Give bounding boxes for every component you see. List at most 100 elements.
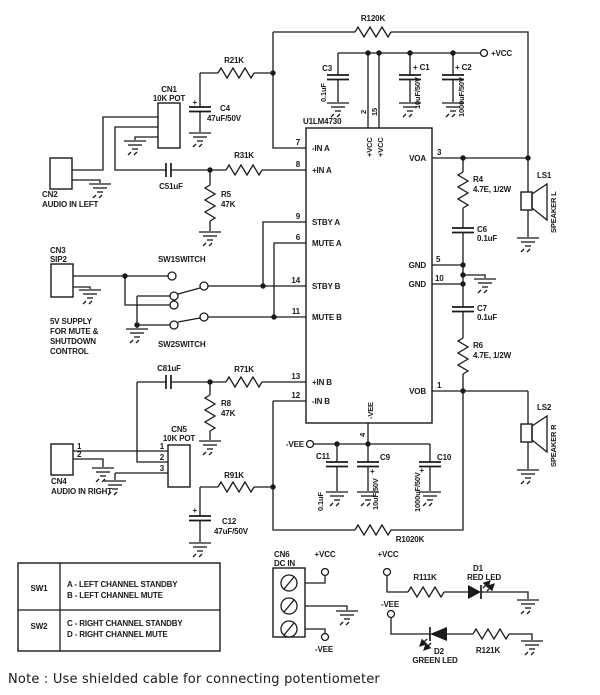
- resistor-r10: [354, 524, 392, 536]
- label-cn4-desc: AUDIO IN RIGHT: [51, 487, 112, 496]
- label-pin8-name: +IN A: [312, 166, 332, 175]
- capacitor-c11: [326, 461, 348, 468]
- wires-control: [73, 221, 306, 328]
- speaker-ls1-icon: [520, 182, 548, 222]
- label-led-vee: -VEE: [381, 600, 400, 609]
- label-pin7-name: -IN A: [312, 144, 330, 153]
- label-cn3-type: SIP2: [50, 255, 67, 264]
- label-pin9: 9: [296, 212, 301, 221]
- terminal-cn6-vee: [320, 632, 330, 642]
- label-c10-value: 1000uF/50V: [413, 472, 422, 512]
- terminal-cn6-vcc: [320, 567, 330, 577]
- label-pin7: 7: [296, 138, 301, 147]
- label-c10-plus: +: [419, 466, 424, 475]
- ic-body: [305, 127, 433, 424]
- label-ls2-name: SPEAKER R: [549, 424, 558, 467]
- label-cn5-pin2: 2: [160, 453, 165, 462]
- label-c9-value: 10uF/50V: [371, 478, 380, 510]
- ground-icon: [198, 440, 222, 456]
- table-sw1-line1: A - LEFT CHANNEL STANDBY: [67, 580, 178, 589]
- label-pin6: 6: [296, 233, 301, 242]
- label-ls1: LS1: [537, 171, 552, 180]
- capacitor-c12: [189, 515, 211, 522]
- label-c12-value: 47uF/50V: [214, 527, 249, 536]
- label-r10: R1020K: [396, 535, 425, 544]
- ground-icon: [520, 640, 544, 656]
- wires-output-left: [432, 157, 529, 391]
- label-r5: R5: [221, 190, 232, 199]
- connector-cn5: [167, 444, 191, 488]
- led-d1-icon: [468, 580, 495, 599]
- screw-terminals: [280, 574, 298, 638]
- label-r3: R31K: [234, 151, 254, 160]
- label-pin3-name: VOA: [409, 154, 426, 163]
- capacitor-c7: [452, 306, 474, 313]
- connector-cn3: [50, 263, 74, 298]
- ground-icon: [335, 610, 359, 626]
- label-r11: R111K: [413, 573, 437, 582]
- label-vcc-top: +VCC: [491, 49, 512, 58]
- label-cn2: CN2: [42, 190, 58, 199]
- label-r8: R8: [221, 399, 232, 408]
- label-cn1: CN1: [161, 85, 177, 94]
- label-c4: C4: [220, 104, 231, 113]
- label-c3-value: 0.1uF: [319, 83, 328, 102]
- legend-table: SW1 A - LEFT CHANNEL STANDBY B - LEFT CH…: [17, 562, 221, 652]
- resistor-r5: [204, 184, 216, 222]
- table-sw2-line1: C - RIGHT CHANNEL STANDBY: [67, 619, 183, 628]
- label-pin5: 5: [436, 255, 441, 264]
- label-d2: D2: [434, 647, 445, 656]
- label-d2-name: GREEN LED: [412, 656, 458, 665]
- speaker-ls2-icon: [520, 414, 548, 454]
- ground-icon: [123, 140, 147, 156]
- terminal-led-vcc: [382, 567, 392, 577]
- label-cn4: CN4: [51, 477, 67, 486]
- label-r6: R6: [473, 341, 484, 350]
- label-r7: R71K: [234, 365, 254, 374]
- label-c11: C11: [316, 452, 330, 461]
- capacitor-c6: [452, 227, 474, 234]
- label-c1-value: 10uF/50V: [413, 77, 422, 109]
- table-sw1: SW1: [31, 584, 49, 593]
- ground-icon: [125, 328, 149, 344]
- label-pin4: 4: [358, 432, 367, 437]
- capacitor-c3: [327, 74, 349, 81]
- note-text: Note : Use shielded cable for connecting…: [8, 672, 380, 687]
- label-c12: C12: [222, 517, 237, 526]
- label-pin14: 14: [291, 276, 300, 285]
- label-ls2: LS2: [537, 403, 552, 412]
- label-cn4-pin1: 1: [77, 442, 82, 451]
- switch-sw1: [167, 271, 209, 301]
- resistor-r3: [225, 164, 263, 176]
- label-cn5-pin3: 3: [160, 464, 165, 473]
- label-cn3: CN3: [50, 246, 66, 255]
- capacitor-c1: [399, 74, 421, 81]
- label-cn6: CN6: [274, 550, 290, 559]
- label-ic-vcc-b: +VCC: [376, 137, 385, 157]
- label-cn6-type: DC IN: [274, 559, 295, 568]
- label-pin1: 1: [437, 381, 442, 390]
- label-c6-value: 0.1uF: [477, 234, 497, 243]
- label-pin10: 10: [435, 274, 444, 283]
- label-pin6-name: MUTE A: [312, 239, 342, 248]
- ground-icon: [516, 599, 540, 615]
- label-r4: R4: [473, 175, 484, 184]
- resistor-r12: [472, 628, 510, 640]
- ground-icon: [473, 278, 497, 294]
- label-ic-vee: -VEE: [366, 402, 375, 419]
- ground-icon: [188, 542, 212, 558]
- label-pin13: 13: [291, 372, 300, 381]
- ground-icon: [198, 231, 222, 247]
- ground-icon: [326, 102, 350, 118]
- label-supply-desc-1: 5V SUPPLY: [50, 317, 93, 326]
- resistor-r8: [204, 394, 216, 432]
- capacitor-c8: [165, 375, 172, 389]
- wires-leds: [386, 576, 533, 640]
- resistor-r6: [457, 337, 469, 375]
- ground-icon: [188, 132, 212, 148]
- ground-icon: [91, 467, 115, 483]
- label-pin11: 11: [292, 307, 301, 316]
- label-cn1-type: 10K POT: [153, 94, 186, 103]
